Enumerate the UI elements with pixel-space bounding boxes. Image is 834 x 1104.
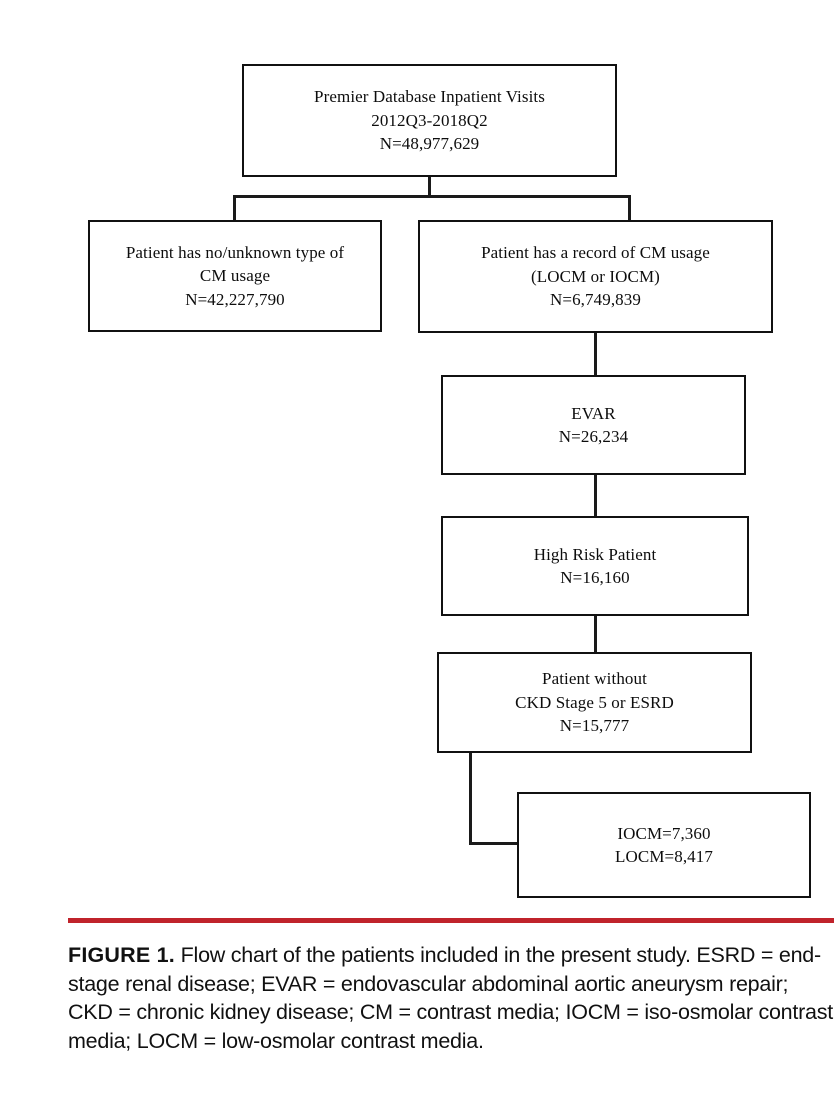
connector-drop-to-cm — [628, 195, 631, 221]
node-ckd-line-3: N=15,777 — [559, 716, 630, 736]
node-no-cm-line-3: N=42,227,790 — [185, 289, 285, 309]
node-root-line-3: N=48,977,629 — [379, 134, 480, 154]
caption-divider-rule — [68, 918, 834, 923]
node-premier-database-inpatient-visits: Premier Database Inpatient Visits 2012Q3… — [242, 64, 617, 177]
node-ckd-line-2: CKD Stage 5 or ESRD — [515, 692, 674, 712]
node-high-risk-line-2: N=16,160 — [560, 568, 630, 587]
connector-drop-to-no-cm — [233, 195, 236, 221]
node-arms-locm-count: LOCM=8,417 — [615, 847, 713, 866]
node-cm-line-1: Patient has a record of CM usage — [481, 243, 710, 263]
node-patient-record-of-cm-usage: Patient has a record of CM usage (LOCM o… — [418, 220, 773, 333]
figure-caption-block: FIGURE 1. Flow chart of the patients inc… — [68, 918, 834, 1055]
connector-ckd-elbow-vertical — [469, 753, 472, 845]
connector-root-stub — [428, 177, 431, 197]
figure-number-label: FIGURE 1. — [68, 943, 175, 967]
connector-ckd-elbow-horizontal — [469, 842, 520, 845]
node-no-cm-line-2: CM usage — [199, 266, 271, 286]
connector-cm-to-evar — [594, 333, 597, 376]
figure-caption-text: FIGURE 1. Flow chart of the patients inc… — [68, 941, 834, 1055]
node-ckd-line-1: Patient without — [542, 669, 647, 689]
connector-high-risk-to-ckd — [594, 616, 597, 653]
node-high-risk-patient: High Risk Patient N=16,160 — [441, 516, 749, 616]
node-root-line-2: 2012Q3-2018Q2 — [371, 110, 488, 130]
node-arms-iocm-count: IOCM=7,360 — [617, 823, 711, 843]
connector-evar-to-high-risk — [594, 475, 597, 517]
node-cm-line-2: (LOCM or IOCM) — [531, 266, 660, 286]
node-evar: EVAR N=26,234 — [441, 375, 746, 475]
node-no-cm-line-1: Patient has no/unknown type of — [125, 242, 345, 262]
node-root-line-1: Premier Database Inpatient Visits — [314, 87, 545, 107]
figure-caption-body: Flow chart of the patients included in t… — [68, 943, 833, 1053]
node-study-arms-iocm-locm: IOCM=7,360 LOCM=8,417 — [517, 792, 811, 898]
node-patient-no-unknown-cm-usage: Patient has no/unknown type of CM usage … — [88, 220, 382, 332]
node-patient-without-ckd-stage-5-or-esrd: Patient without CKD Stage 5 or ESRD N=15… — [437, 652, 752, 753]
patient-flow-chart: Premier Database Inpatient Visits 2012Q3… — [88, 64, 811, 898]
node-evar-line-2: N=26,234 — [558, 427, 629, 446]
connector-split-bar — [233, 195, 631, 198]
node-cm-line-3: N=6,749,839 — [550, 290, 641, 310]
node-high-risk-line-1: High Risk Patient — [533, 544, 657, 564]
node-evar-line-1: EVAR — [571, 403, 616, 423]
